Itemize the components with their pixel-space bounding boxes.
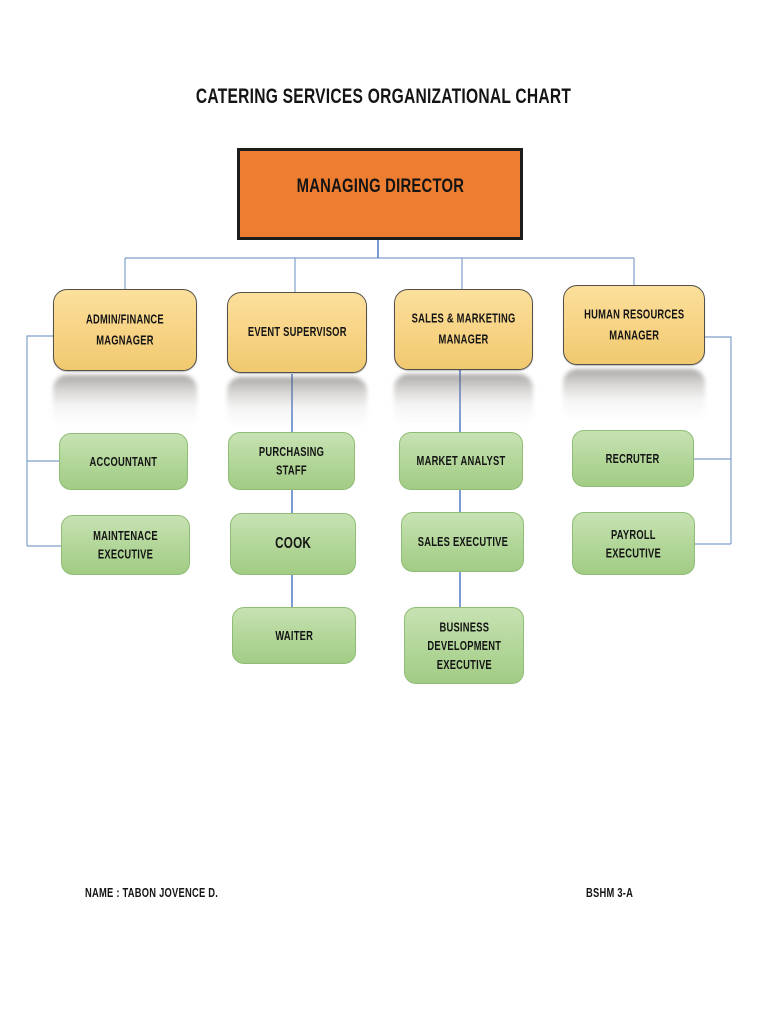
org-node-label: HUMAN RESOURCES MANAGER	[583, 306, 685, 343]
org-node-label: BUSINESS DEVELOPMENT EXECUTIVE	[427, 619, 501, 672]
org-node-purchasing-staff: PURCHASING STAFF	[228, 432, 355, 490]
org-node-market-analyst: MARKET ANALYST	[399, 432, 523, 490]
org-node-label: MANAGING DIRECTOR	[296, 175, 464, 198]
org-node-sales-executive: SALES EXECUTIVE	[401, 512, 524, 572]
section-label-text: BSHM 3-A	[586, 885, 634, 901]
org-node-label: MAINTENACE EXECUTIVE	[93, 528, 158, 562]
org-node-label: EVENT SUPERVISOR	[247, 325, 347, 340]
org-node-event-supervisor: EVENT SUPERVISOR	[227, 292, 367, 373]
org-node-human-resources-manager: HUMAN RESOURCES MANAGER	[563, 285, 705, 365]
org-node-label: RECRUTER	[606, 451, 660, 466]
org-node-label: PURCHASING STAFF	[258, 444, 325, 478]
org-node-label: SALES EXECUTIVE	[417, 534, 508, 550]
reflection	[53, 375, 197, 427]
org-node-business-development-executive: BUSINESS DEVELOPMENT EXECUTIVE	[404, 607, 524, 684]
chart-title: CATERING SERVICES ORGANIZATIONAL CHART	[0, 86, 768, 109]
org-node-label: ADMIN/FINANCE MAGNAGER	[86, 311, 164, 348]
chart-title-text: CATERING SERVICES ORGANIZATIONAL CHART	[196, 85, 572, 109]
reflection	[394, 374, 533, 426]
org-node-managing-director: MANAGING DIRECTOR	[237, 148, 523, 240]
rail-lines	[26, 257, 732, 547]
org-node-payroll-executive: PAYROLL EXECUTIVE	[572, 512, 695, 575]
org-node-maintenance-executive: MAINTENACE EXECUTIVE	[61, 515, 190, 575]
org-node-label: SALES & MARKETING MANAGER	[411, 311, 516, 348]
org-node-recruiter: RECRUTER	[572, 430, 694, 487]
reflection	[563, 369, 705, 421]
org-node-admin-finance-manager: ADMIN/FINANCE MAGNAGER	[53, 289, 197, 371]
org-node-label: MARKET ANALYST	[416, 453, 506, 469]
section-label: BSHM 3-A	[586, 885, 646, 901]
org-node-waiter: WAITER	[232, 607, 356, 664]
org-node-cook: COOK	[230, 513, 356, 575]
org-node-label: PAYROLL EXECUTIVE	[605, 526, 662, 561]
org-node-sales-marketing-manager: SALES & MARKETING MANAGER	[394, 289, 533, 370]
org-node-label: COOK	[274, 534, 312, 553]
student-name: NAME : TABON JOVENCE D.	[85, 885, 256, 901]
org-node-label: WAITER	[275, 628, 313, 643]
reflection	[227, 377, 367, 429]
student-name-text: NAME : TABON JOVENCE D.	[85, 885, 219, 901]
org-node-label: ACCOUNTANT	[89, 454, 158, 469]
org-node-accountant: ACCOUNTANT	[59, 433, 188, 490]
